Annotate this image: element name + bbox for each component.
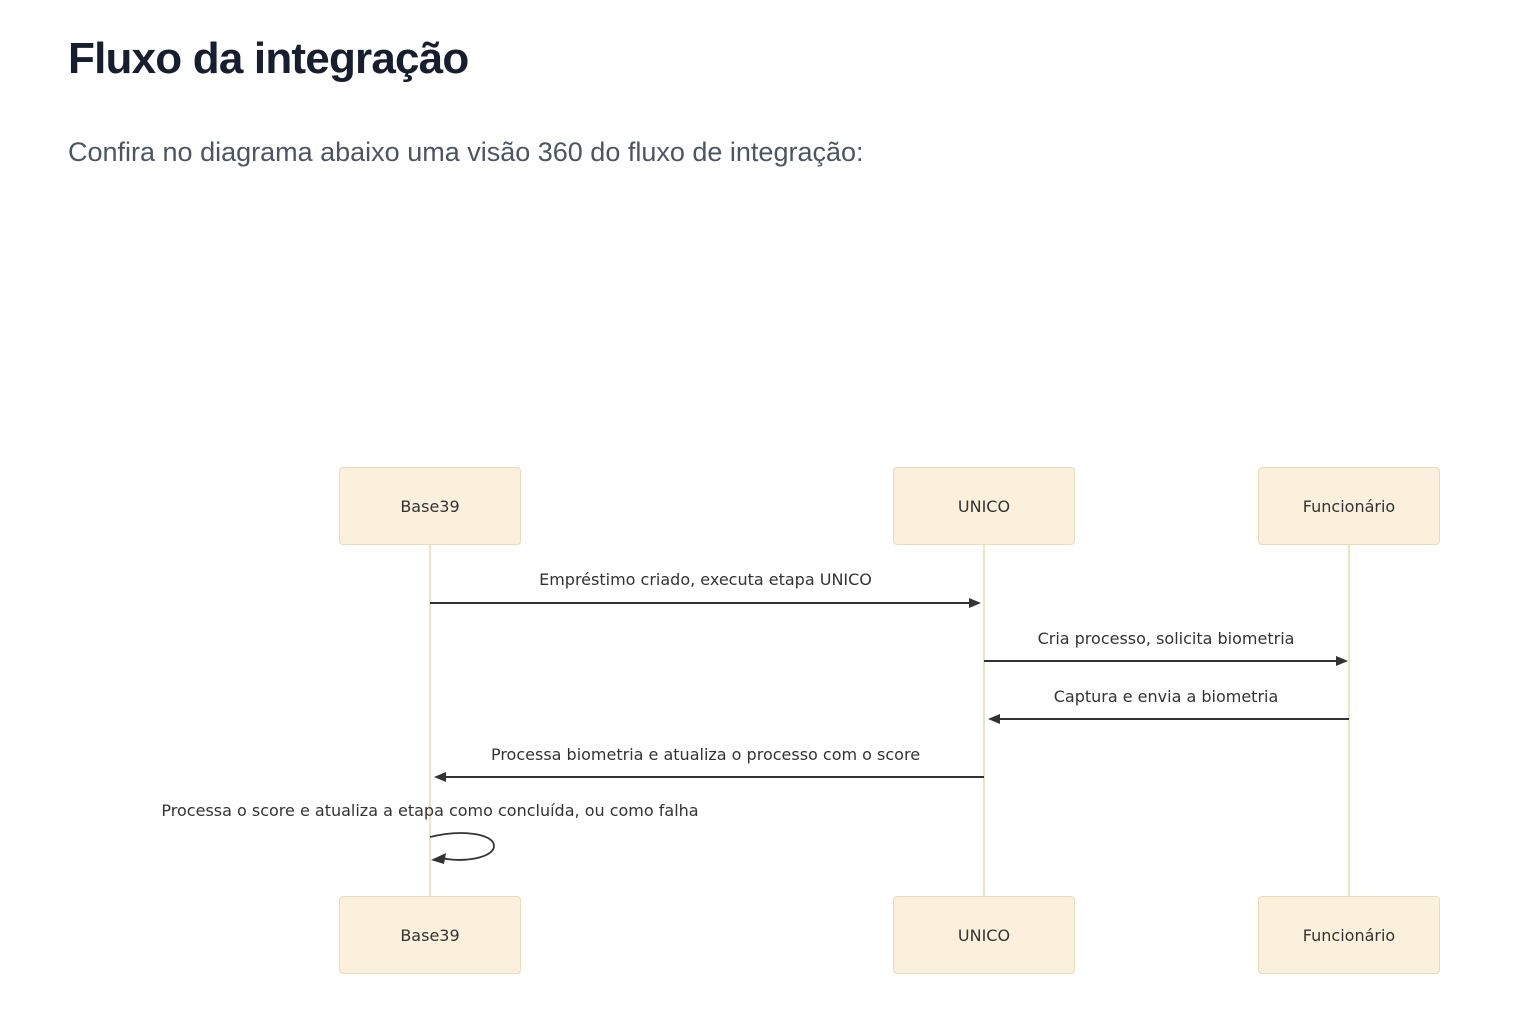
message-label: Empréstimo criado, executa etapa UNICO (539, 570, 872, 589)
arrowhead-left-icon (434, 772, 446, 782)
lifeline-funcionario (1348, 545, 1350, 896)
arrowhead-right-icon (969, 598, 981, 608)
message-label: Cria processo, solicita biometria (1037, 629, 1295, 648)
message-line (446, 776, 984, 778)
actor-base39-top: Base39 (339, 467, 521, 545)
actor-unico-top: UNICO (893, 467, 1075, 545)
actor-unico-bottom: UNICO (893, 896, 1075, 974)
page-title: Fluxo da integração (68, 34, 469, 83)
page-subtitle: Confira no diagrama abaixo uma visão 360… (68, 137, 864, 167)
message-line (430, 602, 969, 604)
actor-label: Base39 (400, 496, 460, 516)
actor-label: UNICO (957, 925, 1011, 945)
message-label: Processa o score e atualiza a etapa como… (161, 801, 699, 820)
message-label: Processa biometria e atualiza o processo… (490, 745, 921, 764)
self-loop-arrow-icon (429, 832, 495, 864)
actor-base39-bottom: Base39 (339, 896, 521, 974)
actor-label: Funcionário (1302, 496, 1396, 516)
actor-funcionario-top: Funcionário (1258, 467, 1440, 545)
actor-label: Base39 (400, 925, 460, 945)
message-line (984, 660, 1336, 662)
actor-funcionario-bottom: Funcionário (1258, 896, 1440, 974)
arrowhead-left-icon (988, 714, 1000, 724)
message-label: Captura e envia a biometria (1053, 687, 1279, 706)
message-line (1000, 718, 1349, 720)
lifeline-unico (983, 545, 985, 896)
actor-label: Funcionário (1302, 925, 1396, 945)
actor-label: UNICO (957, 496, 1011, 516)
arrowhead-right-icon (1336, 656, 1348, 666)
lifeline-base39 (429, 545, 431, 896)
